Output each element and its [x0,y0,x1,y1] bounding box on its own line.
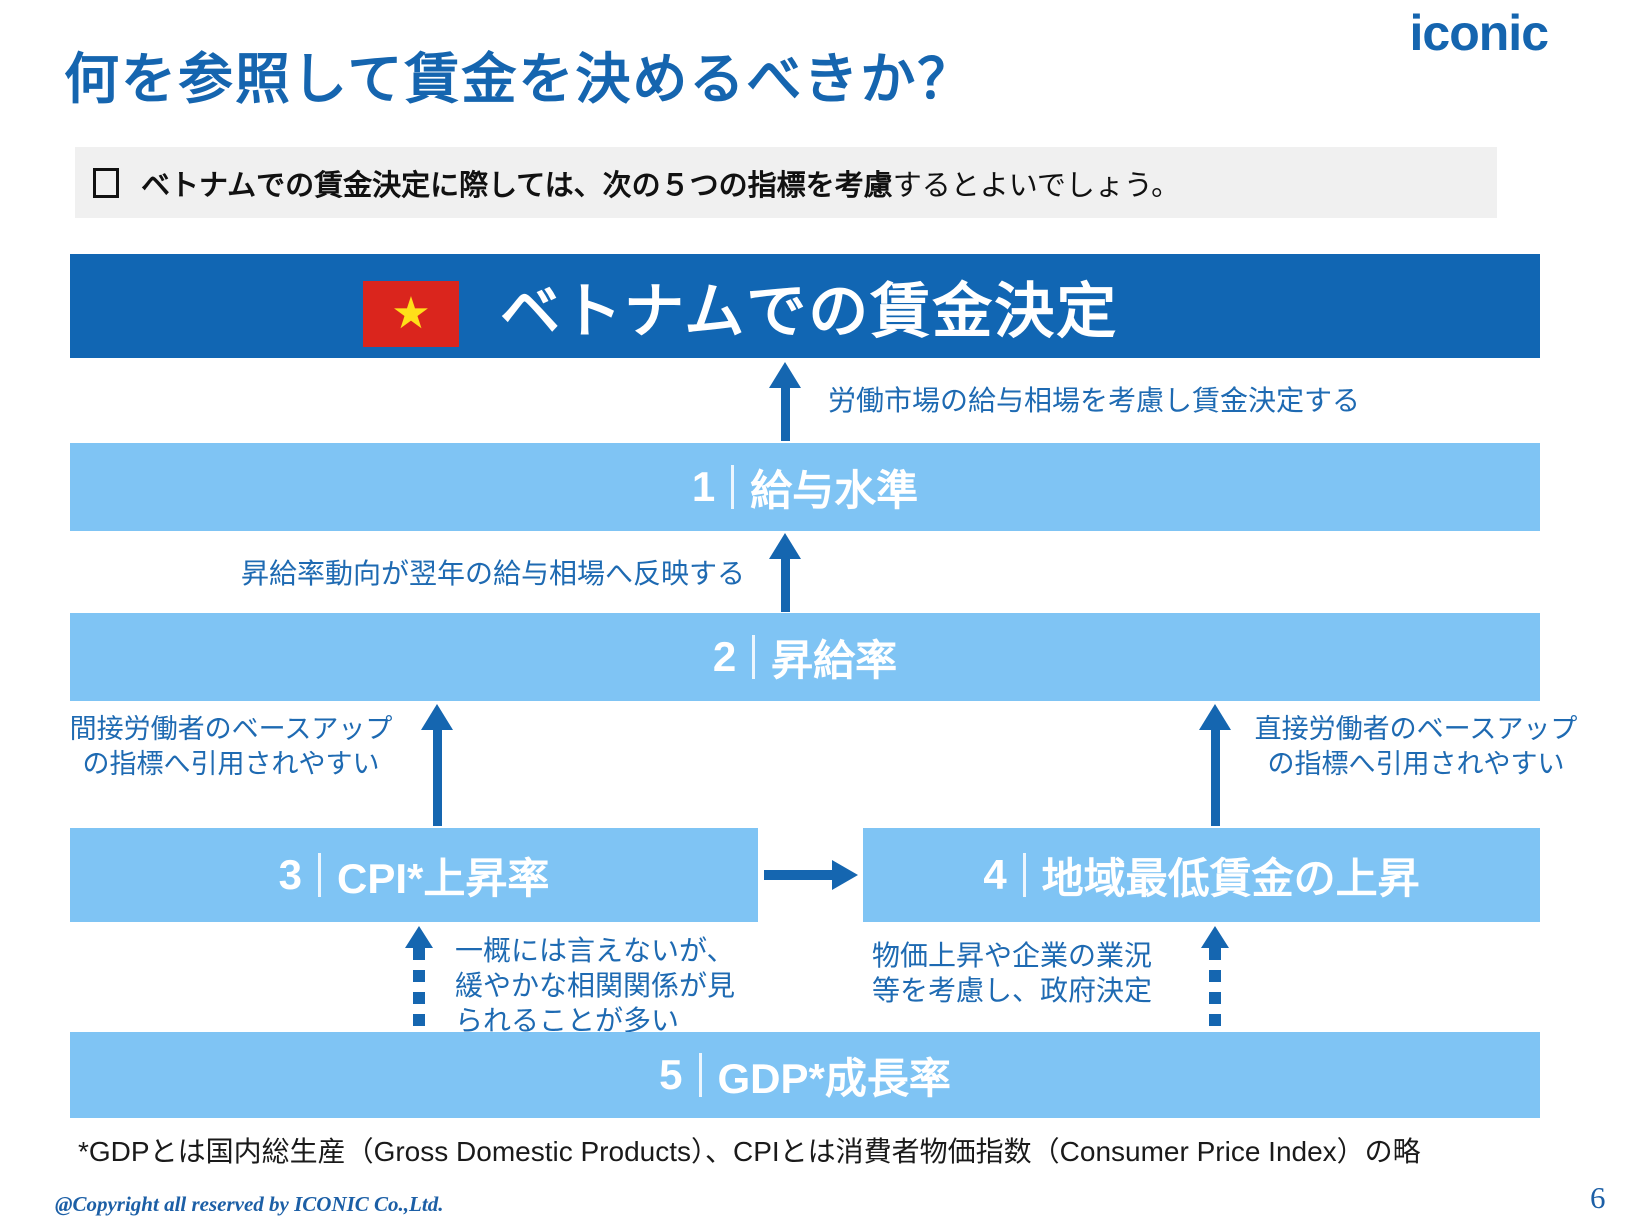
lead-statement-bold: ベトナムでの賃金決定に際しては、次の５つの指標を考慮 [141,169,893,202]
bar-number: 4 [983,851,1007,898]
vietnam-wage-banner: ★ ベトナムでの賃金決定 [70,254,1540,358]
up-arrow-icon [1199,704,1231,826]
note-to-banner: 労働市場の給与相場を考慮し賃金決定する [828,385,1361,416]
bar-label-divider [752,635,756,679]
bar-number: 5 [659,1051,683,1098]
note-gdp-to-minwage: 物価上昇や企業の業況 等を考慮し、政府決定 [872,940,1153,1006]
dashed-up-arrow-icon [403,926,435,1030]
copyright: @Copyright all reserved by ICONIC Co.,Lt… [55,1192,444,1216]
page-title: 何を参照して賃金を決めるべきか？ [64,48,975,110]
up-arrow-icon [769,362,801,441]
bar-label: GDP*成長率 [717,1054,951,1102]
lead-statement-box: ベトナムでの賃金決定に際しては、次の５つの指標を考慮するとよいでしょう。 [75,147,1497,218]
bar-number: 3 [278,851,302,898]
lead-statement: ベトナムでの賃金決定に際しては、次の５つの指標を考慮するとよいでしょう。 [141,162,1180,204]
square-bullet-icon [93,167,119,198]
bar-label-divider [1022,853,1026,897]
lead-statement-normal: するとよいでしょう。 [892,169,1181,202]
bar-label-divider [731,465,735,509]
bar-5-gdp-growth: 5 GDP*成長率 [70,1032,1540,1118]
note-left-to-bar2: 間接労働者のベースアップ の指標へ引用されやすい [69,714,393,779]
page-number: 6 [1590,1180,1606,1215]
bar-3-cpi-rise: 3 CPI*上昇率 [70,828,758,922]
bar-label: 昇給率 [771,636,898,684]
bar-2-raise-rate: 2 昇給率 [70,613,1540,701]
bar-number: 1 [691,463,716,510]
up-arrow-icon [769,533,801,612]
bar-label: 給与水準 [750,466,919,514]
dashed-up-arrow-icon [1199,926,1231,1030]
note-right-to-bar2: 直接労働者のベースアップ の指標へ引用されやすい [1254,714,1578,779]
bar-label-divider [698,1053,702,1097]
bar-1-salary-level: 1 給与水準 [70,443,1540,531]
iconic-logo: iconic [1409,5,1549,61]
banner-label: ベトナムでの賃金決定 [500,277,1119,345]
vietnam-flag-icon: ★ [363,281,459,347]
bar-label-divider [318,853,321,897]
bar-4-regional-min-wage: 4 地域最低賃金の上昇 [863,828,1540,922]
flag-star-icon: ★ [391,289,431,338]
bar-label: CPI*上昇率 [337,854,550,902]
right-arrow-icon [764,860,858,890]
note-to-bar1: 昇給率動向が翌年の給与相場へ反映する [240,558,745,589]
up-arrow-icon [421,704,453,826]
note-gdp-to-cpi: 一概には言えないが、 緩やかな相関関係が見 られることが多い [455,935,736,1036]
footnote: *GDPとは国内総生産（Gross Domestic Products）、CPI… [78,1136,1421,1167]
bar-label: 地域最低賃金の上昇 [1041,854,1420,902]
bar-number: 2 [712,633,737,680]
